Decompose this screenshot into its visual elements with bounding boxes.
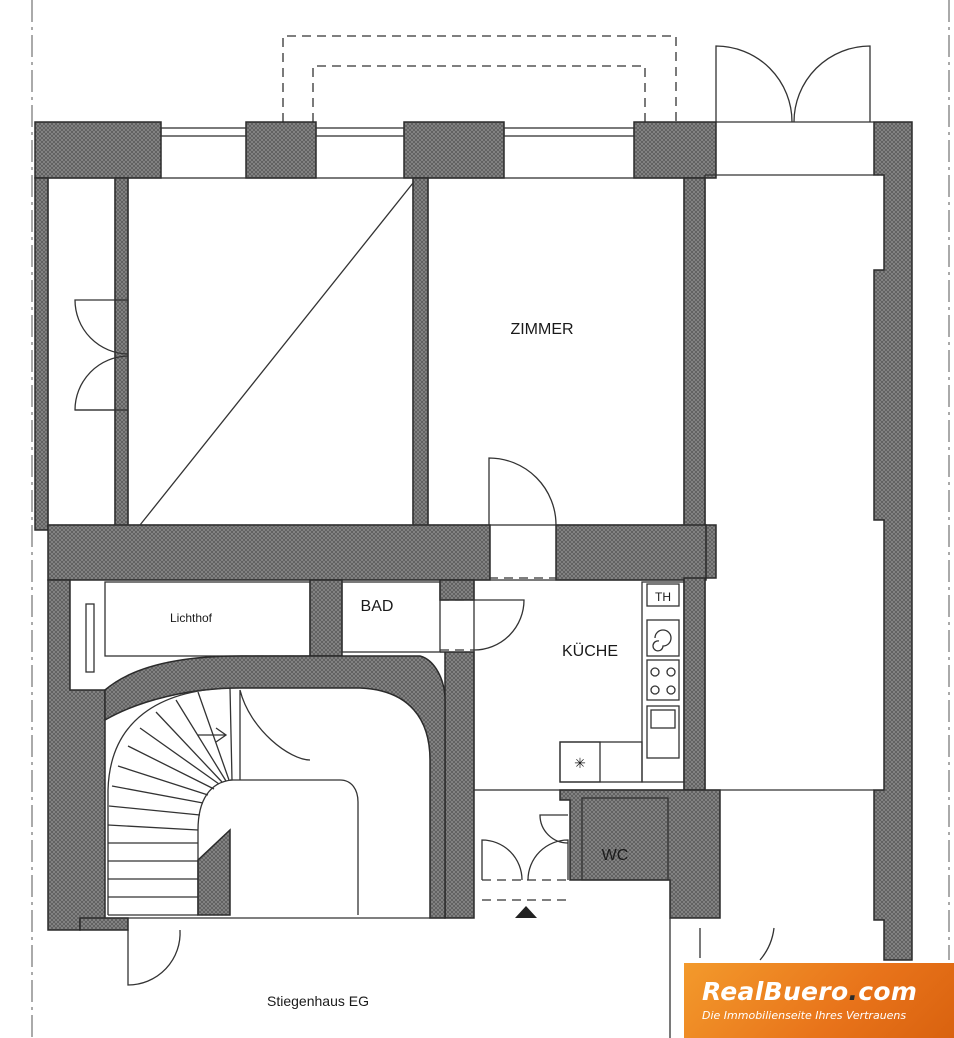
top-windows bbox=[160, 127, 635, 137]
label-lichthof: Lichthof bbox=[170, 611, 213, 625]
wall-lichthof-bad bbox=[309, 579, 343, 657]
double-door-top-right bbox=[715, 45, 871, 123]
entry-arrow bbox=[515, 906, 537, 918]
balcony-outline bbox=[282, 35, 677, 122]
wall-kueche-bottom bbox=[559, 789, 721, 919]
stair-door-swing bbox=[239, 689, 311, 780]
zimmer-door bbox=[488, 457, 557, 579]
logo-tagline: Die Immobilienseite Ihres Vertrauens bbox=[702, 1009, 907, 1022]
room-left-small bbox=[47, 177, 116, 526]
kitchen-counter bbox=[559, 581, 685, 783]
wall-kueche-right bbox=[683, 577, 706, 791]
room-zimmer bbox=[427, 177, 685, 526]
wall-bad-kueche-lower bbox=[440, 651, 475, 919]
label-bad: BAD bbox=[361, 598, 394, 615]
entry-double-door bbox=[481, 814, 569, 901]
label-wc: WC bbox=[602, 847, 629, 864]
logo-brand-tld: com bbox=[858, 977, 918, 1006]
label-stiegenhaus: Stiegenhaus EG bbox=[267, 993, 369, 1009]
stair-landing bbox=[230, 779, 359, 915]
stair-vault-wall bbox=[104, 655, 446, 919]
logo-brand-main: RealBuero bbox=[702, 977, 849, 1006]
label-kueche: KÜCHE bbox=[562, 642, 618, 660]
label-zimmer: ZIMMER bbox=[510, 321, 573, 338]
horizontal-wall-middle bbox=[47, 524, 707, 581]
bad-door bbox=[440, 599, 525, 651]
wall-middle bbox=[412, 177, 429, 531]
realbuero-logo[interactable]: RealBuero.com Die Immobilienseite Ihres … bbox=[684, 963, 954, 1038]
lichthof-window bbox=[85, 603, 95, 673]
room-bad bbox=[341, 581, 441, 653]
left-lower-wall bbox=[47, 579, 106, 931]
room-big-diagonal bbox=[139, 182, 414, 526]
stair-entry-door bbox=[79, 917, 181, 986]
logo-brand: RealBuero.com bbox=[702, 977, 954, 1006]
logo-brand-dot: . bbox=[848, 977, 859, 1006]
room-big-left bbox=[127, 177, 414, 526]
room-wc bbox=[581, 797, 669, 881]
left-upper-wall bbox=[34, 177, 49, 531]
left-french-door bbox=[74, 299, 129, 411]
right-outer-wall bbox=[873, 121, 913, 961]
top-wall bbox=[34, 121, 717, 179]
label-boiler: TH bbox=[655, 590, 671, 604]
wall-bad-kueche bbox=[439, 579, 475, 601]
lower-right-outline bbox=[669, 789, 874, 1038]
spiral-staircase bbox=[107, 687, 233, 916]
stair-bottom-wall bbox=[197, 828, 231, 916]
corridor-lines bbox=[704, 121, 874, 790]
wall-zimmer-corridor bbox=[683, 177, 717, 579]
fridge-icon: ✳ bbox=[574, 755, 586, 771]
